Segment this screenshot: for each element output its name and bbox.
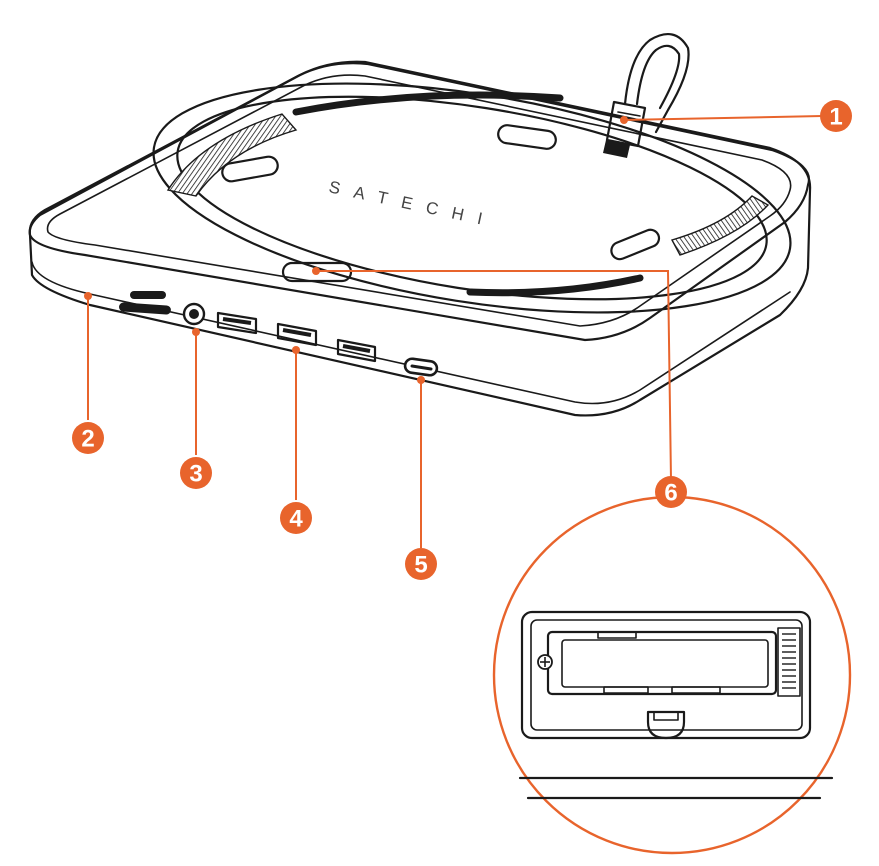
micro-sd-slot [130,291,166,299]
usb-c-port [404,358,438,376]
callout-6: 6 [655,476,687,508]
callout-4: 4 [280,502,312,534]
front-ports [119,291,438,376]
top-plate: SATECHI [138,45,807,351]
svg-text:3: 3 [189,461,202,488]
callout-3: 3 [180,457,212,489]
usb-a-port [278,324,316,345]
callout-2: 2 [72,422,104,454]
svg-text:2: 2 [81,426,94,453]
svg-text:4: 4 [289,506,303,533]
svg-text:6: 6 [664,480,677,507]
brand-logo: SATECHI [327,177,498,231]
callout-5: 5 [405,548,437,580]
svg-text:1: 1 [829,104,842,131]
svg-text:5: 5 [414,552,427,579]
callout-1: 1 [820,100,852,132]
ssd-zoom-detail [494,497,850,853]
